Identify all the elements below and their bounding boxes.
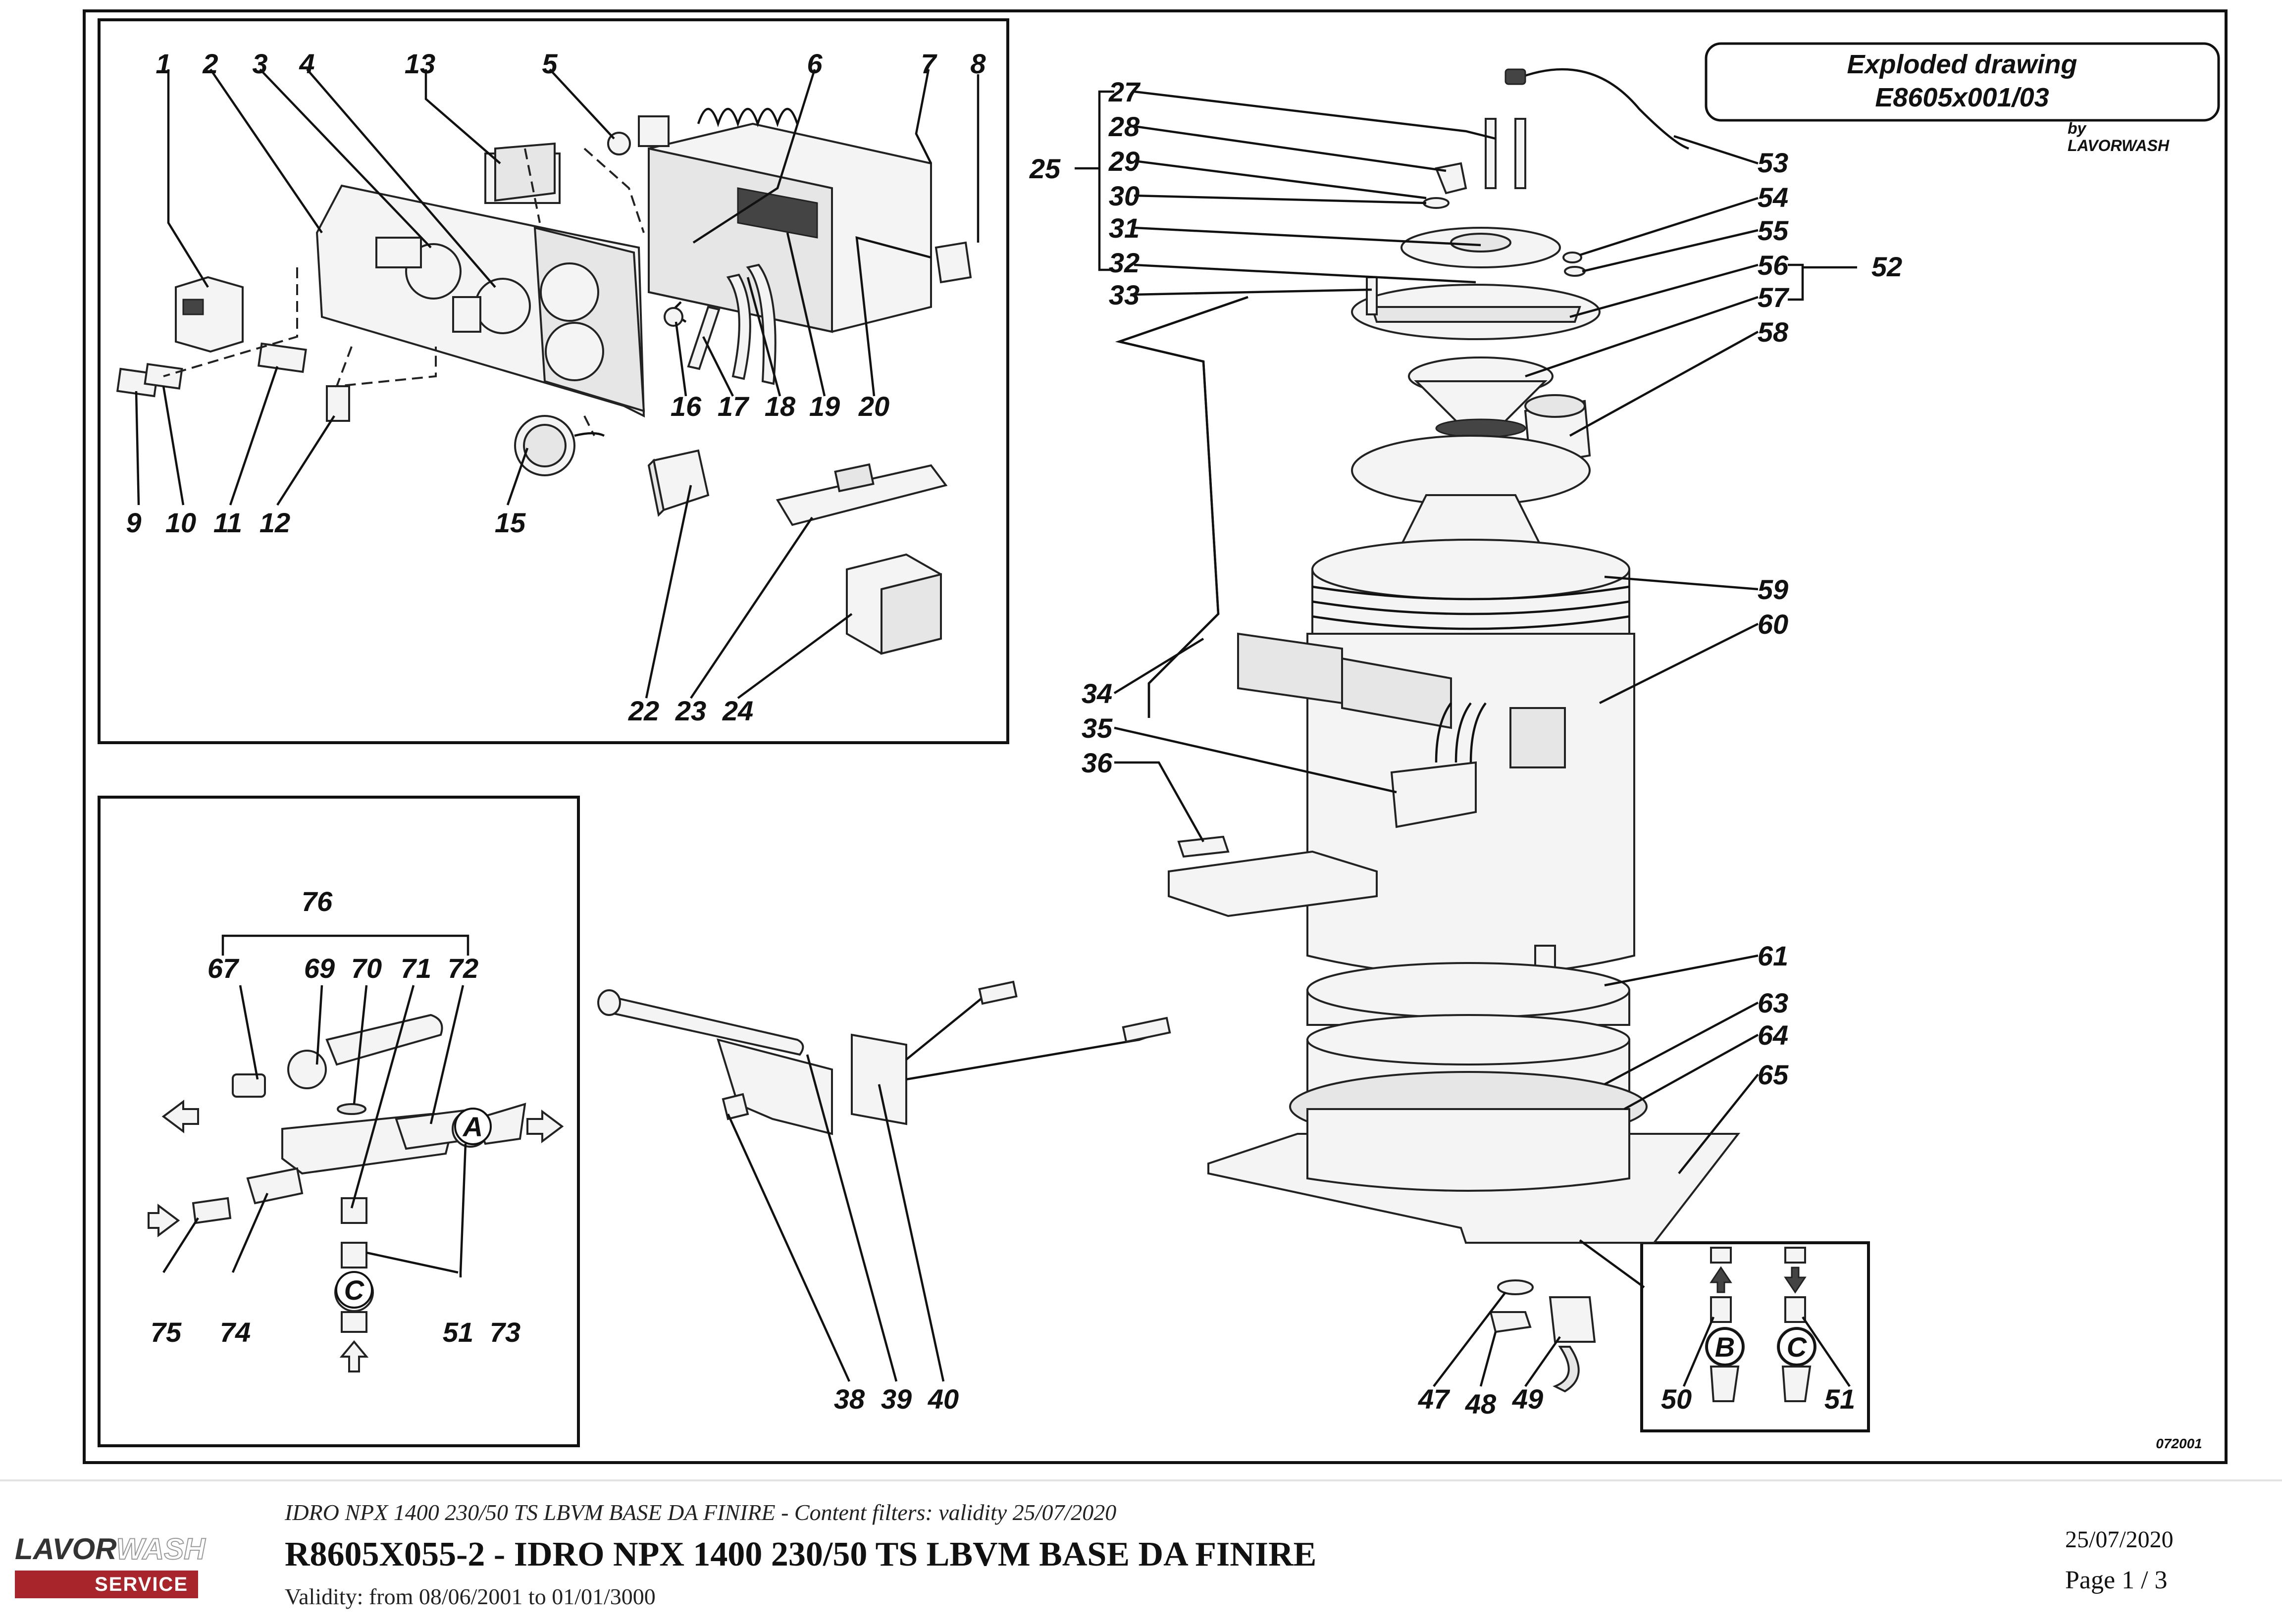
part-label-20: 20 — [858, 391, 889, 422]
part-label-54: 54 — [1758, 182, 1788, 213]
marker-a: A — [462, 1111, 483, 1142]
part-label-1: 1 — [156, 48, 171, 79]
footer-date: 25/07/2020 — [2065, 1526, 2174, 1553]
part-label-23: 23 — [675, 695, 706, 726]
part-label-38: 38 — [834, 1383, 865, 1415]
part-number-labels: 1 2 3 4 13 5 6 7 8 16 17 18 19 20 9 10 1… — [126, 48, 1902, 1420]
footer-page-number: Page 1 / 3 — [2065, 1566, 2168, 1594]
part-label-28: 28 — [1108, 111, 1140, 142]
leader-lines — [135, 68, 1857, 1387]
part-label-74: 74 — [220, 1317, 251, 1348]
part-label-36: 36 — [1082, 747, 1113, 778]
part-label-19: 19 — [809, 391, 840, 422]
part-label-58: 58 — [1758, 316, 1789, 348]
part-label-3: 3 — [252, 48, 267, 79]
part-label-6: 6 — [807, 48, 823, 79]
part-label-61: 61 — [1758, 940, 1788, 971]
part-label-13: 13 — [405, 48, 435, 79]
part-label-53: 53 — [1758, 147, 1788, 178]
title-box-code: E8605x001/03 — [1875, 83, 2049, 112]
marker-b: B — [1715, 1331, 1735, 1363]
part-label-51-outlet: 51 — [1824, 1383, 1855, 1415]
marker-c-outlet: C — [1787, 1331, 1808, 1363]
part-label-50-outlet: 50 — [1661, 1383, 1692, 1415]
connection-markers: A C B C — [335, 1108, 1815, 1366]
part-label-31: 31 — [1109, 212, 1140, 244]
title-box: Exploded drawing E8605x001/03 by LAVORWA… — [1705, 42, 2220, 154]
part-label-56: 56 — [1758, 250, 1789, 281]
part-label-40: 40 — [928, 1383, 959, 1415]
logo-word-wash: WASH — [115, 1532, 206, 1566]
part-label-7: 7 — [921, 48, 937, 79]
part-label-11: 11 — [213, 507, 242, 538]
control-panel-parts — [116, 107, 972, 655]
footer-subtitle: IDRO NPX 1400 230/50 TS LBVM BASE DA FIN… — [285, 1500, 1117, 1525]
part-label-67: 67 — [207, 953, 240, 984]
part-label-49: 49 — [1512, 1383, 1543, 1415]
part-label-16: 16 — [671, 391, 702, 422]
logo-wordmark: LAVORWASH — [15, 1532, 206, 1566]
part-label-8: 8 — [970, 48, 986, 79]
part-label-4: 4 — [299, 48, 314, 79]
part-label-39: 39 — [881, 1383, 912, 1415]
title-box-title: Exploded drawing — [1847, 50, 2077, 79]
inset-hydraulic-fittings — [98, 796, 580, 1447]
footer-title: R8605X055-2 - IDRO NPX 1400 230/50 TS LB… — [285, 1535, 1317, 1573]
part-label-5: 5 — [542, 48, 558, 79]
part-label-73: 73 — [490, 1317, 520, 1348]
title-box-brand: LAVORWASH — [2068, 137, 2170, 154]
part-label-34: 34 — [1082, 678, 1112, 709]
part-label-9: 9 — [126, 507, 141, 538]
part-label-57: 57 — [1758, 282, 1790, 313]
part-label-10: 10 — [165, 507, 196, 538]
part-label-63: 63 — [1758, 987, 1788, 1018]
part-label-72: 72 — [448, 953, 478, 984]
part-label-48: 48 — [1465, 1388, 1497, 1420]
part-label-15: 15 — [495, 507, 526, 538]
part-label-71: 71 — [401, 953, 431, 984]
part-label-2: 2 — [202, 48, 218, 79]
part-label-70: 70 — [351, 953, 382, 984]
part-label-17: 17 — [718, 391, 750, 422]
logo-word-lavor: LAVOR — [15, 1532, 116, 1566]
part-label-12: 12 — [259, 507, 290, 538]
lavorwash-service-logo: LAVORWASH SERVICE — [15, 1532, 206, 1603]
part-label-60: 60 — [1758, 609, 1788, 640]
inset-outlet-detail — [1640, 1241, 1870, 1432]
part-label-32: 32 — [1109, 247, 1140, 278]
part-label-55: 55 — [1758, 215, 1789, 246]
part-label-22: 22 — [628, 695, 659, 726]
part-label-75: 75 — [151, 1317, 182, 1348]
part-label-18: 18 — [765, 391, 796, 422]
part-label-59: 59 — [1758, 574, 1788, 605]
part-label-35: 35 — [1082, 712, 1113, 744]
part-label-52: 52 — [1871, 251, 1902, 282]
boiler-assembly — [597, 68, 1816, 1402]
part-label-65: 65 — [1758, 1059, 1789, 1090]
logo-service-text: SERVICE — [95, 1573, 188, 1595]
part-label-76: 76 — [302, 886, 333, 917]
part-label-24: 24 — [722, 695, 753, 726]
part-label-27: 27 — [1108, 76, 1141, 107]
marker-c: C — [344, 1274, 365, 1306]
logo-red-bar — [15, 1571, 198, 1598]
footer-validity: Validity: from 08/06/2001 to 01/01/3000 — [285, 1584, 656, 1609]
part-label-29: 29 — [1108, 146, 1140, 177]
drawing-reference: 072001 — [2156, 1436, 2202, 1451]
part-label-30: 30 — [1109, 180, 1140, 211]
part-label-25: 25 — [1029, 153, 1061, 184]
part-label-64: 64 — [1758, 1019, 1788, 1051]
part-label-69: 69 — [304, 953, 335, 984]
outer-frame — [83, 9, 2228, 1464]
part-label-51: 51 — [443, 1317, 473, 1348]
part-label-33: 33 — [1109, 279, 1140, 310]
part-label-47: 47 — [1418, 1383, 1451, 1415]
inset-control-panel — [98, 18, 1009, 744]
title-box-by: by — [2068, 119, 2087, 137]
